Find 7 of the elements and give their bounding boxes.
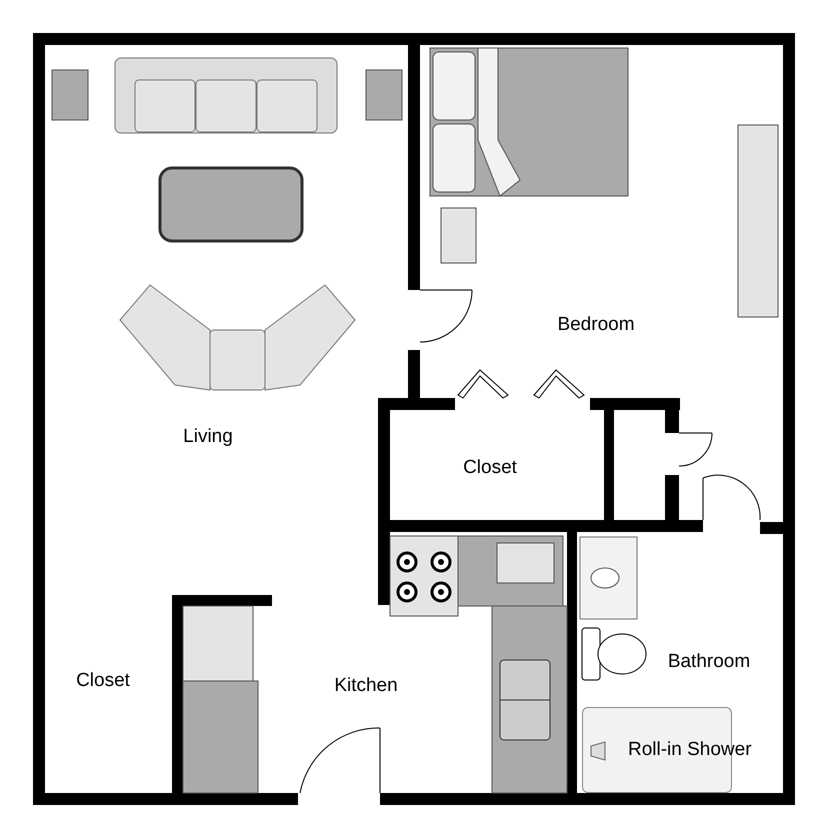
room-name: Bathroom (668, 650, 750, 672)
room-name: Kitchen (334, 674, 398, 696)
room-name: Closet (76, 670, 130, 691)
room-name: Roll-in Shower (628, 739, 752, 760)
room-name: Living (183, 426, 233, 447)
room-name: Closet (463, 456, 517, 478)
room-name: Bedroom (557, 314, 635, 335)
